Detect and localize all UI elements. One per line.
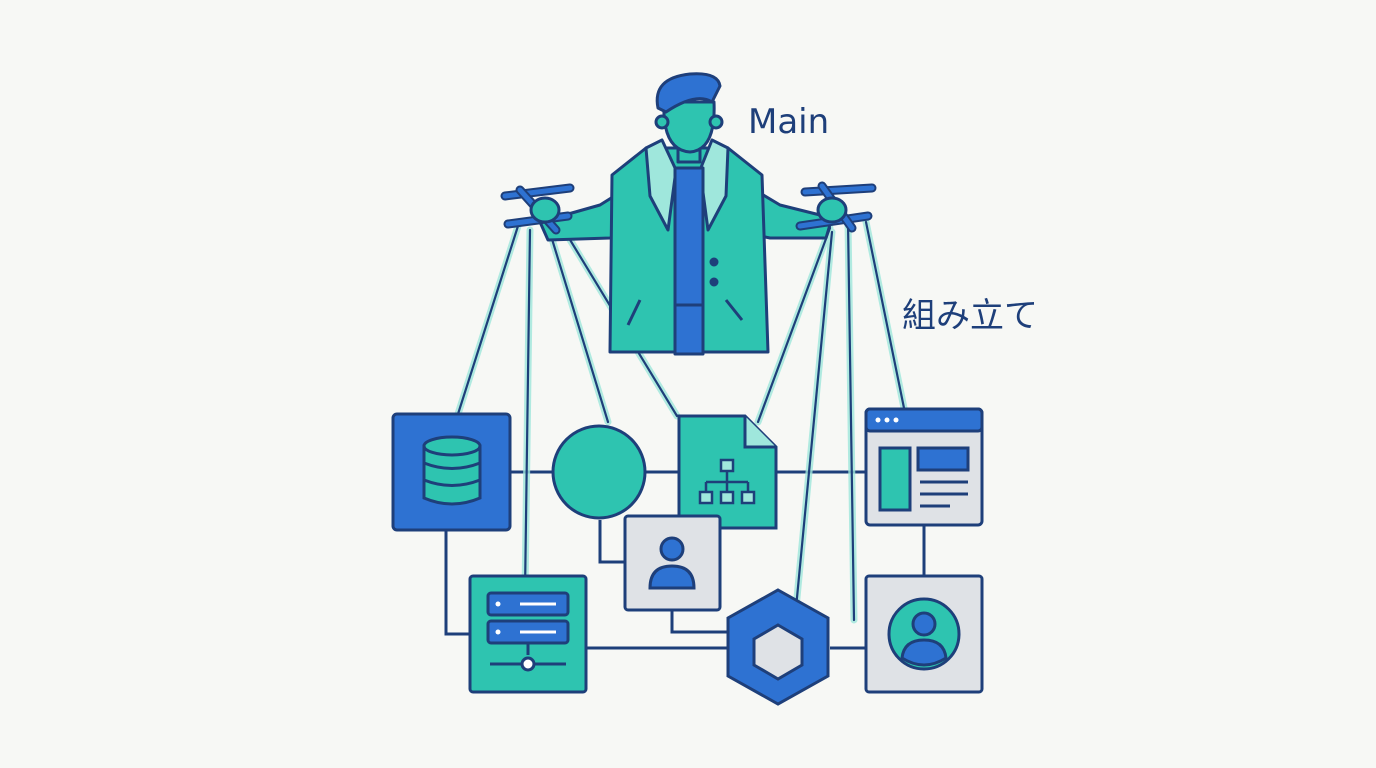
right-hand: [816, 196, 848, 224]
main-label: Main: [748, 102, 830, 142]
hexagon-node: [726, 588, 830, 706]
document-node: [677, 414, 778, 530]
circle-shape: [551, 424, 647, 520]
server-icon: [486, 591, 570, 672]
puppeteer-figure: [500, 72, 877, 356]
user-circle-icon: [887, 597, 961, 671]
left-lapel: [644, 138, 678, 232]
server-node: [468, 574, 588, 694]
hair: [655, 72, 722, 114]
shirt: [673, 166, 705, 356]
assemble-label: 組み立て: [902, 296, 1038, 336]
database-icon: [422, 435, 482, 506]
browser-window-node: [864, 407, 984, 527]
sitemap-icon: [698, 458, 756, 505]
circle-node: [551, 424, 647, 520]
user-profile-node: [864, 574, 984, 694]
user-icon: [648, 536, 696, 590]
left-hand: [529, 196, 561, 224]
cube-icon: [752, 623, 804, 681]
database-node: [391, 412, 512, 532]
connector-lines: [444, 470, 926, 650]
browser-window-icon: [875, 417, 970, 512]
user-card-node: [623, 514, 722, 612]
